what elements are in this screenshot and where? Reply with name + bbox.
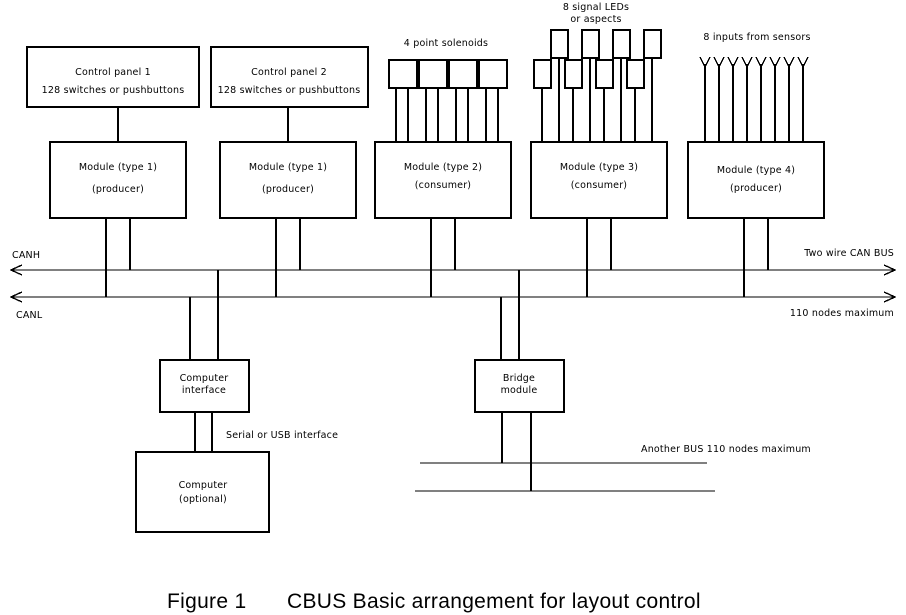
leds-label-line2: or aspects xyxy=(570,14,621,25)
sensors-label: 8 inputs from sensors xyxy=(703,32,810,43)
module-type-1-b-role: (producer) xyxy=(262,184,314,195)
module-type-1-b-group: Module (type 1) (producer) xyxy=(219,141,357,297)
solenoid-box-4 xyxy=(478,59,508,89)
control-panel-1-subtitle: 128 switches or pushbuttons xyxy=(42,85,185,96)
leds-group: 8 signal LEDs or aspects xyxy=(533,2,662,142)
sensors-group: 8 inputs from sensors xyxy=(699,32,810,142)
control-panel-2-title: Control panel 2 xyxy=(251,67,327,78)
canh-left-arrow-icon xyxy=(9,264,23,276)
module-type-3-role: (consumer) xyxy=(571,180,627,191)
control-panel-2-box xyxy=(210,46,369,108)
module-type-1-a-role: (producer) xyxy=(92,184,144,195)
module-type-3-box xyxy=(530,141,668,219)
computer-interface-title: Computer xyxy=(180,373,229,384)
module-type-4-title: Module (type 4) xyxy=(717,165,795,176)
computer-subtitle: (optional) xyxy=(179,494,227,505)
bridge-module-box xyxy=(474,359,565,413)
canl-right-arrow-icon xyxy=(883,291,897,303)
module-type-2-title: Module (type 2) xyxy=(404,162,482,173)
computer-interface-box xyxy=(159,359,250,413)
module-type-1-a-box xyxy=(49,141,187,219)
nodes-maximum-label: 110 nodes maximum xyxy=(790,308,894,319)
module-type-4-group: Module (type 4) (producer) xyxy=(687,141,825,297)
led-box-upper-2 xyxy=(581,29,600,59)
control-panel-1-group: Control panel 1 128 switches or pushbutt… xyxy=(26,46,200,142)
module-type-4-box xyxy=(687,141,825,219)
solenoid-box-3 xyxy=(448,59,478,89)
module-type-2-box xyxy=(374,141,512,219)
module-type-3-title: Module (type 3) xyxy=(560,162,638,173)
computer-interface-group: Computer interface Serial or USB interfa… xyxy=(135,270,338,533)
module-type-2-group: Module (type 2) (consumer) xyxy=(374,141,512,297)
module-type-1-b-title: Module (type 1) xyxy=(249,162,327,173)
bridge-module-subtitle: module xyxy=(501,385,538,396)
canl-left-arrow-icon xyxy=(9,291,23,303)
solenoid-box-1 xyxy=(388,59,418,89)
led-box-lower-4 xyxy=(626,59,645,89)
bridge-module-title: Bridge xyxy=(503,373,535,384)
bridge-module-group: Bridge module Another BUS 110 nodes maxi… xyxy=(415,270,811,492)
computer-title: Computer xyxy=(179,480,228,491)
control-panel-1-title: Control panel 1 xyxy=(75,67,151,78)
led-box-upper-1 xyxy=(550,29,569,59)
led-box-upper-3 xyxy=(612,29,631,59)
solenoid-box-2 xyxy=(418,59,448,89)
computer-interface-subtitle: interface xyxy=(182,385,226,396)
canl-label: CANL xyxy=(16,310,43,321)
figure-number: Figure 1 xyxy=(167,590,246,613)
figure-caption-group: Figure 1 CBUS Basic arrangement for layo… xyxy=(167,590,701,613)
led-box-lower-3 xyxy=(595,59,614,89)
module-type-1-b-box xyxy=(219,141,357,219)
module-type-2-role: (consumer) xyxy=(415,180,471,191)
module-type-1-a-title: Module (type 1) xyxy=(79,162,157,173)
leds-label-line1: 8 signal LEDs xyxy=(563,2,629,13)
another-bus-label: Another BUS 110 nodes maximum xyxy=(641,444,811,455)
led-box-lower-2 xyxy=(564,59,583,89)
figure-caption-text: CBUS Basic arrangement for layout contro… xyxy=(287,590,701,613)
canh-label: CANH xyxy=(12,250,40,261)
module-type-1-a-group: Module (type 1) (producer) xyxy=(49,141,187,297)
two-wire-can-bus-label: Two wire CAN BUS xyxy=(803,248,894,259)
module-type-4-role: (producer) xyxy=(730,183,782,194)
solenoids-group: 4 point solenoids xyxy=(388,38,508,142)
control-panel-2-group: Control panel 2 128 switches or pushbutt… xyxy=(210,46,369,142)
serial-usb-interface-label: Serial or USB interface xyxy=(226,430,338,441)
control-panel-2-subtitle: 128 switches or pushbuttons xyxy=(218,85,361,96)
module-type-3-group: Module (type 3) (consumer) xyxy=(530,141,668,297)
solenoids-label: 4 point solenoids xyxy=(404,38,488,49)
led-box-upper-4 xyxy=(643,29,662,59)
computer-box xyxy=(135,451,270,533)
can-bus-group: CANH CANL Two wire CAN BUS 110 nodes max… xyxy=(9,248,897,321)
control-panel-1-box xyxy=(26,46,200,108)
led-box-lower-1 xyxy=(533,59,552,89)
canh-right-arrow-icon xyxy=(883,264,897,276)
